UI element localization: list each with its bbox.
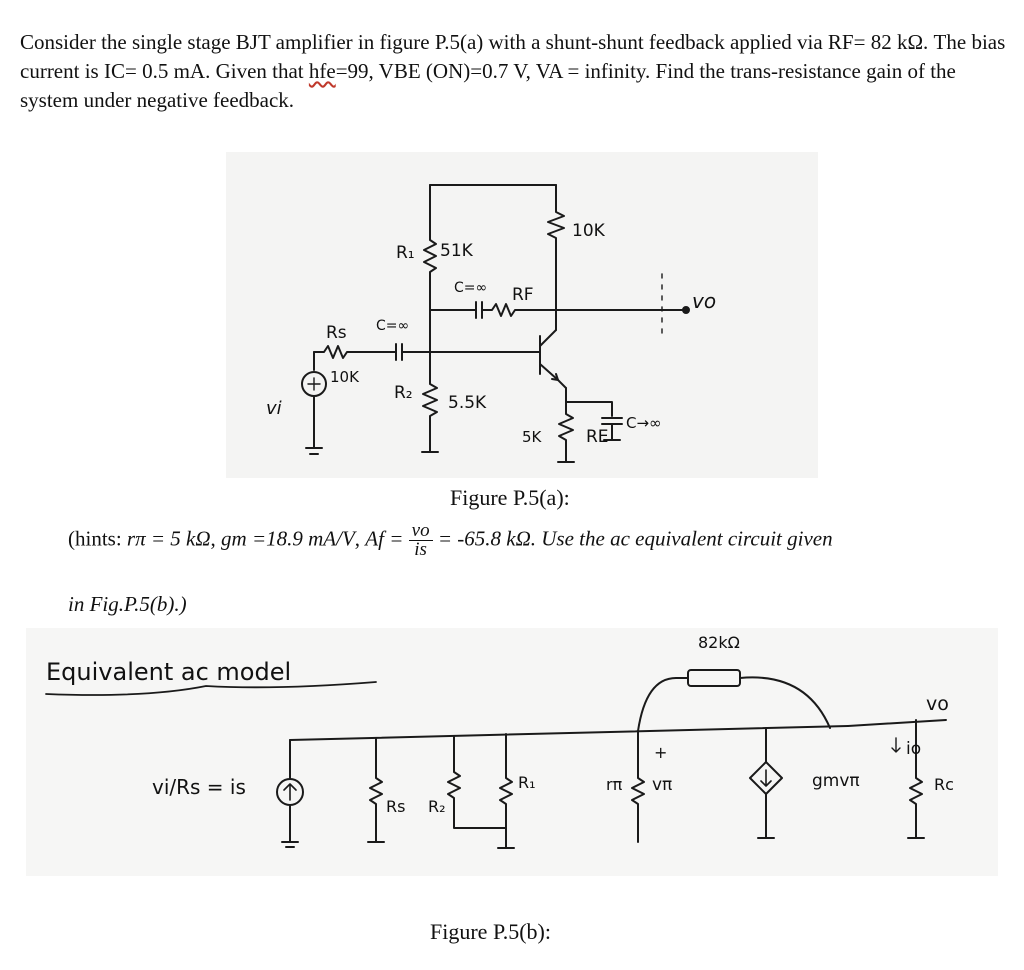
label-title: Equivalent ac model — [46, 658, 291, 686]
hints-line: (hints: rπ = 5 kΩ, gm =18.9 mA/V, Af = v… — [68, 521, 833, 560]
problem-text-part2: =99, VBE (ON)=0.7 V, VA = infinity. Find… — [20, 59, 956, 112]
hint-sep2: , — [354, 526, 366, 551]
r2-resistor — [421, 351, 439, 453]
label-rpi: rπ — [606, 775, 623, 794]
frac-denominator: is — [414, 539, 427, 560]
rc-resistor — [547, 184, 565, 331]
label-rf-value: 82kΩ — [698, 633, 740, 652]
rs-resistor — [313, 345, 385, 359]
hint-gm: gm =18.9 mA/V — [221, 526, 355, 551]
figure-p5a-schematic: 10K R₁ 51K C=∞ RF vo Rs C=∞ 10K R₂ 5.5K … — [226, 152, 818, 478]
label-source-eq: vi/Rs = is — [152, 775, 246, 799]
label-ce: C→∞ — [626, 414, 662, 432]
label-gm: gmvπ — [812, 771, 860, 791]
label-io: io — [906, 739, 921, 759]
r1-resistor — [423, 184, 437, 353]
label-cap1: C=∞ — [454, 280, 487, 296]
label-r2: R₂ — [428, 797, 446, 816]
hints-line-2: in Fig.P.5(b).) — [68, 592, 187, 616]
label-r2-name: R₂ — [394, 383, 413, 403]
label-r1-value: 51K — [440, 241, 474, 261]
rf-resistor — [481, 303, 557, 317]
label-rf: RF — [512, 285, 534, 305]
hfe-term: hfe — [308, 59, 336, 83]
label-vo: vo — [692, 289, 716, 313]
title-underline — [45, 681, 377, 696]
label-rs-value: 10K — [330, 368, 360, 386]
cap-c2 — [383, 343, 541, 361]
rpi-resistor — [631, 730, 645, 843]
bjt-emitter — [539, 363, 567, 389]
hint-rpi: rπ = 5 kΩ — [126, 526, 211, 551]
problem-statement: Consider the single stage BJT amplifier … — [20, 28, 1010, 115]
r1-resistor — [499, 733, 513, 829]
label-r1-name: R₁ — [396, 243, 415, 263]
hint-af-prefix: Af = — [365, 526, 409, 551]
figure-b-caption: Figure P.5(b): — [430, 919, 551, 944]
bjt-collector — [539, 329, 557, 347]
rf-resistor — [687, 669, 741, 687]
hint-af-value: = -65.8 kΩ. Use the ac equivalent circui… — [437, 526, 833, 551]
label-rs-name: Rs — [326, 323, 347, 343]
label-cap2: C=∞ — [376, 318, 409, 334]
schematic-drawing: 10K R₁ 51K C=∞ RF vo Rs C=∞ 10K R₂ 5.5K … — [266, 184, 716, 463]
label-rc: Rc — [934, 775, 954, 794]
frac-numerator: vo — [408, 521, 433, 541]
label-r2-value: 5.5K — [448, 393, 487, 413]
label-rs: Rs — [386, 797, 405, 816]
label-vi: vi — [266, 398, 282, 419]
main-node-rail — [289, 725, 849, 741]
label-re-value: 5K — [522, 428, 543, 446]
label-re-name: RE — [586, 427, 609, 447]
rs-resistor — [367, 737, 385, 843]
equivalent-model-drawing: Equivalent ac model vi/Rs = is Rs R₂ R₁ … — [45, 633, 954, 849]
hints-open: (hints: — [68, 526, 127, 551]
label-vpi: vπ — [652, 775, 672, 795]
figure-a-caption: Figure P.5(a): — [450, 485, 570, 510]
label-vpi-plus: + — [654, 743, 667, 762]
r2-resistor — [447, 735, 515, 849]
label-rc-value: 10K — [572, 221, 606, 241]
figure-p5b-equivalent-model: Equivalent ac model vi/Rs = is Rs R₂ R₁ … — [26, 628, 998, 876]
label-r1: R₁ — [518, 773, 536, 792]
re-resistor — [557, 401, 575, 463]
problem-text-part1: Consider the single stage BJT amplifier … — [20, 30, 1006, 83]
label-vo: vo — [926, 693, 949, 715]
rc-resistor — [907, 719, 925, 839]
hint-sep1: , — [210, 526, 222, 551]
